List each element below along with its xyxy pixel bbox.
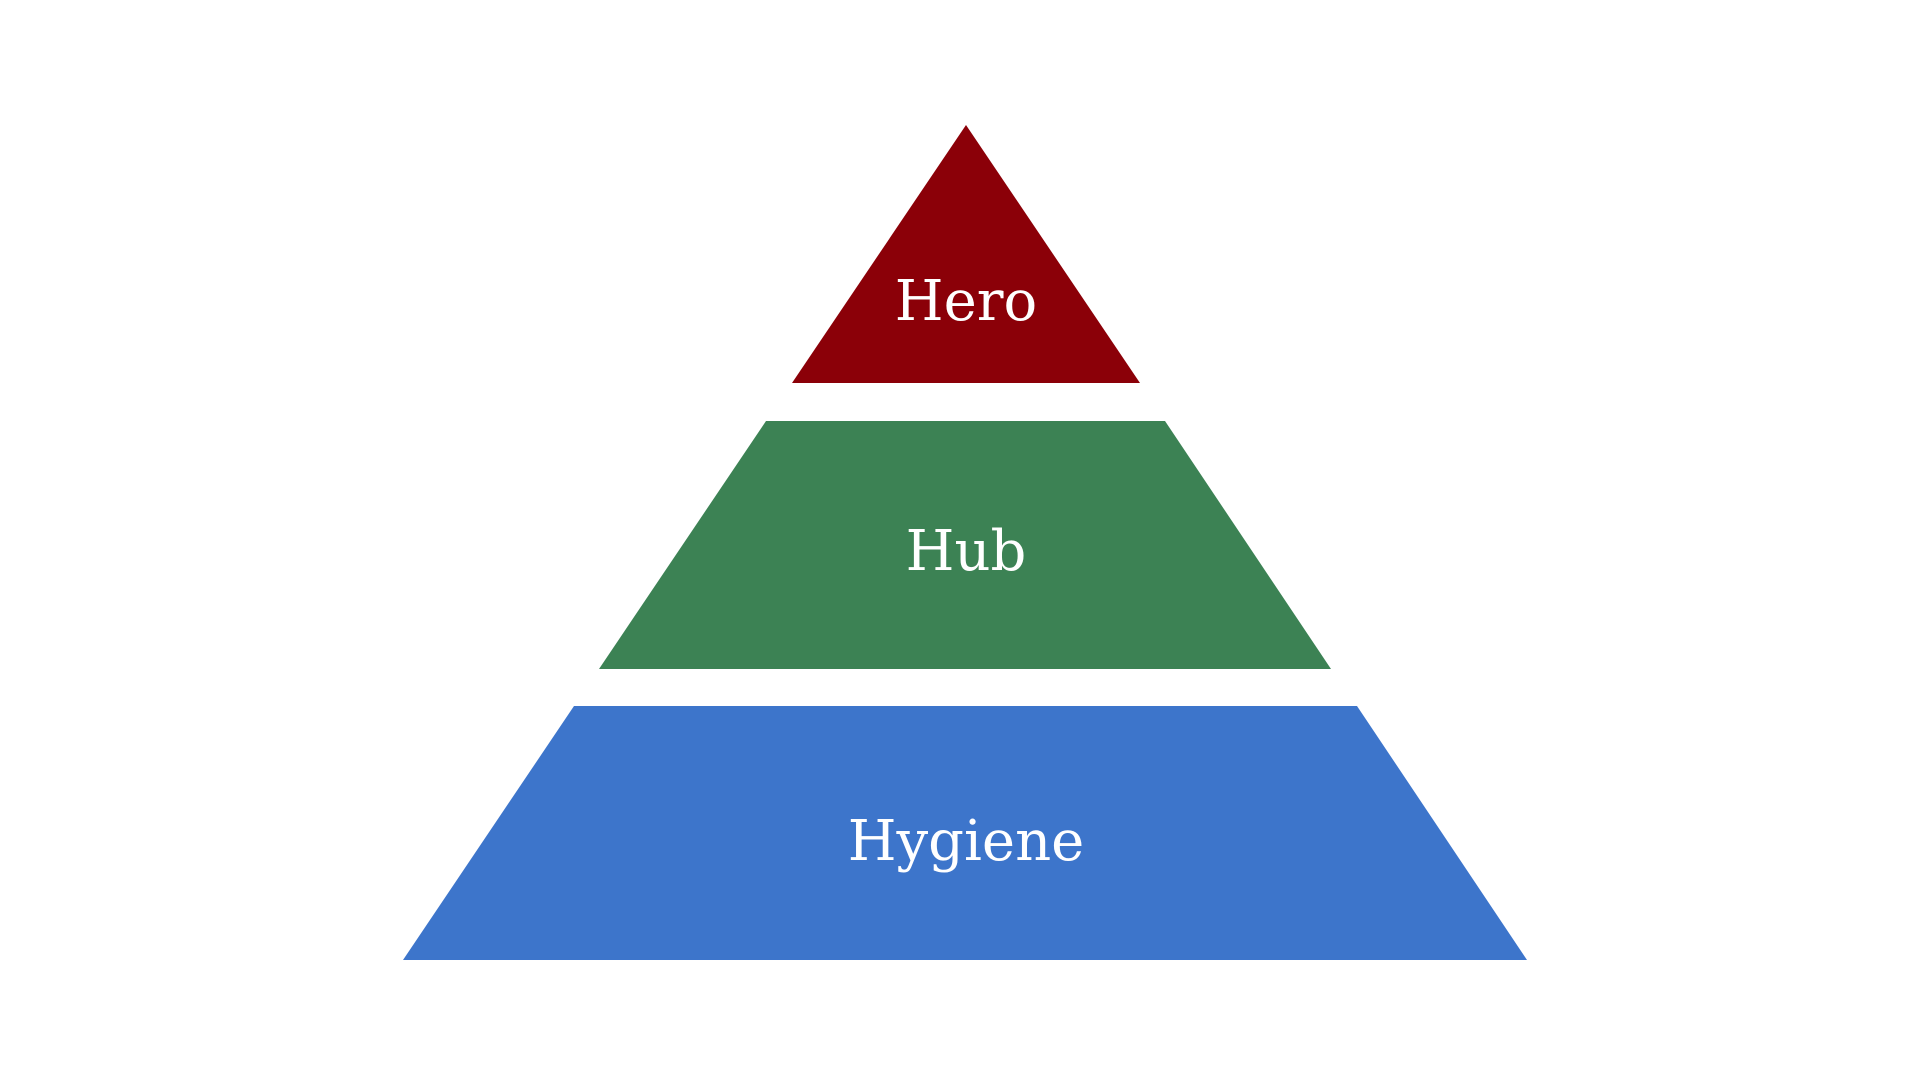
pyramid-tier-hygiene [403,706,1527,960]
pyramid-tier-hub-label: Hub [906,519,1027,584]
pyramid-tier-hero [792,125,1140,383]
pyramid-tier-hero-label: Hero [895,269,1037,334]
pyramid-tier-hub [599,421,1331,669]
pyramid-tier-hygiene-label: Hygiene [848,809,1085,874]
